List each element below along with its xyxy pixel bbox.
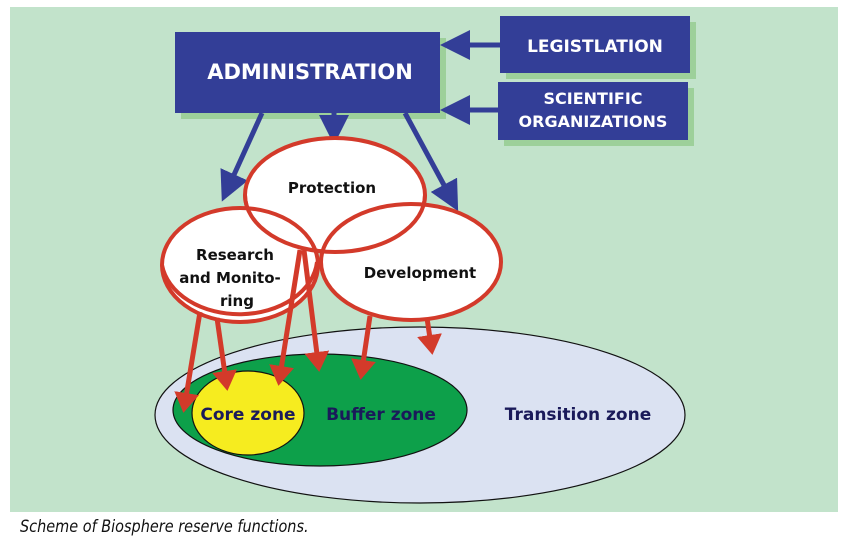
buffer-zone-label: Buffer zone <box>326 405 436 425</box>
arrow-research-to-core <box>212 317 237 391</box>
research-label-line2: and Monito- <box>179 269 281 287</box>
development-label: Development <box>364 264 476 282</box>
protection-label: Protection <box>288 179 376 197</box>
development-circle <box>319 202 503 322</box>
arrow-admin-to-research <box>220 111 265 202</box>
administration-box <box>175 32 440 113</box>
transition-zone-label: Transition zone <box>505 405 652 425</box>
core-zone <box>191 370 305 456</box>
legislation-box <box>500 16 690 73</box>
arrow-development-to-transition <box>417 317 442 355</box>
figure-caption: Scheme of Biosphere reserve functions. <box>20 517 309 537</box>
scientific-label-line2: ORGANIZATIONS <box>519 112 668 131</box>
protection-outline-overlap <box>243 194 427 254</box>
scientific-organizations-box <box>498 82 688 140</box>
administration-label: ADMINISTRATION <box>207 60 413 84</box>
legislation-label: LEGISTLATION <box>527 37 663 57</box>
research-label-line3: ring <box>220 292 254 310</box>
core-zone-label: Core zone <box>200 405 295 425</box>
arrow-protection-to-buffer <box>301 249 330 372</box>
arrow-development-to-buffer <box>351 315 376 380</box>
arrow-protection-to-core <box>269 249 303 386</box>
arrow-admin-to-development <box>402 111 459 212</box>
research-label-line1: Research <box>196 246 274 264</box>
arrow-research-to-buffer <box>174 311 203 413</box>
scientific-label-line1: SCIENTIFIC <box>543 89 642 108</box>
